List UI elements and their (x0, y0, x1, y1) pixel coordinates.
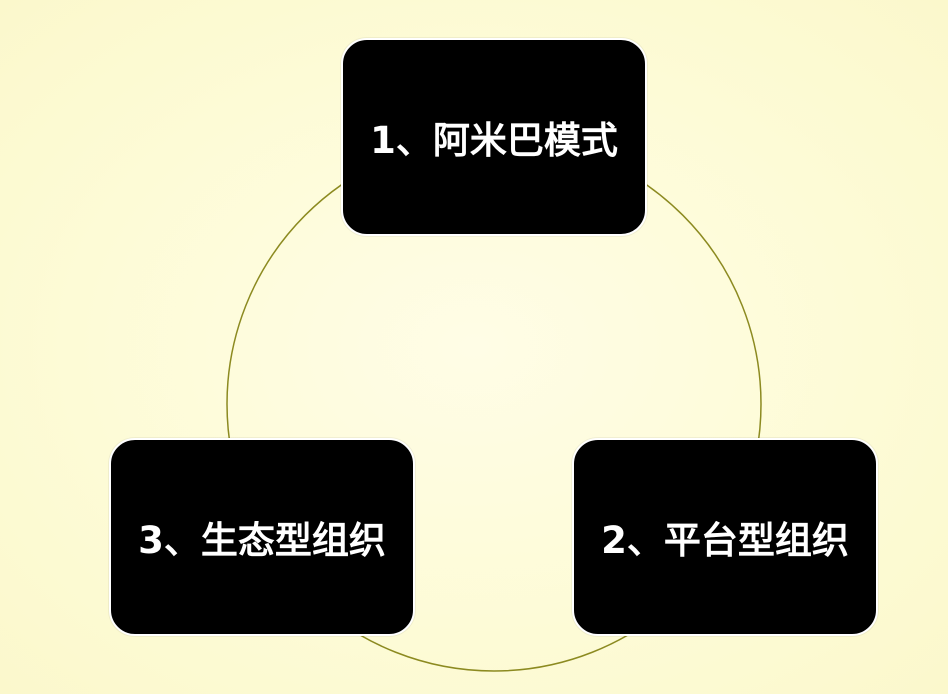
cycle-node-3-label: 3、生态型组织 (138, 519, 386, 562)
cycle-node-2: 2、平台型组织 (572, 438, 878, 636)
cycle-node-1: 1、阿米巴模式 (341, 38, 647, 236)
cycle-node-1-label: 1、阿米巴模式 (370, 119, 618, 162)
cycle-node-3: 3、生态型组织 (109, 438, 415, 636)
cycle-node-2-label: 2、平台型组织 (601, 519, 849, 562)
